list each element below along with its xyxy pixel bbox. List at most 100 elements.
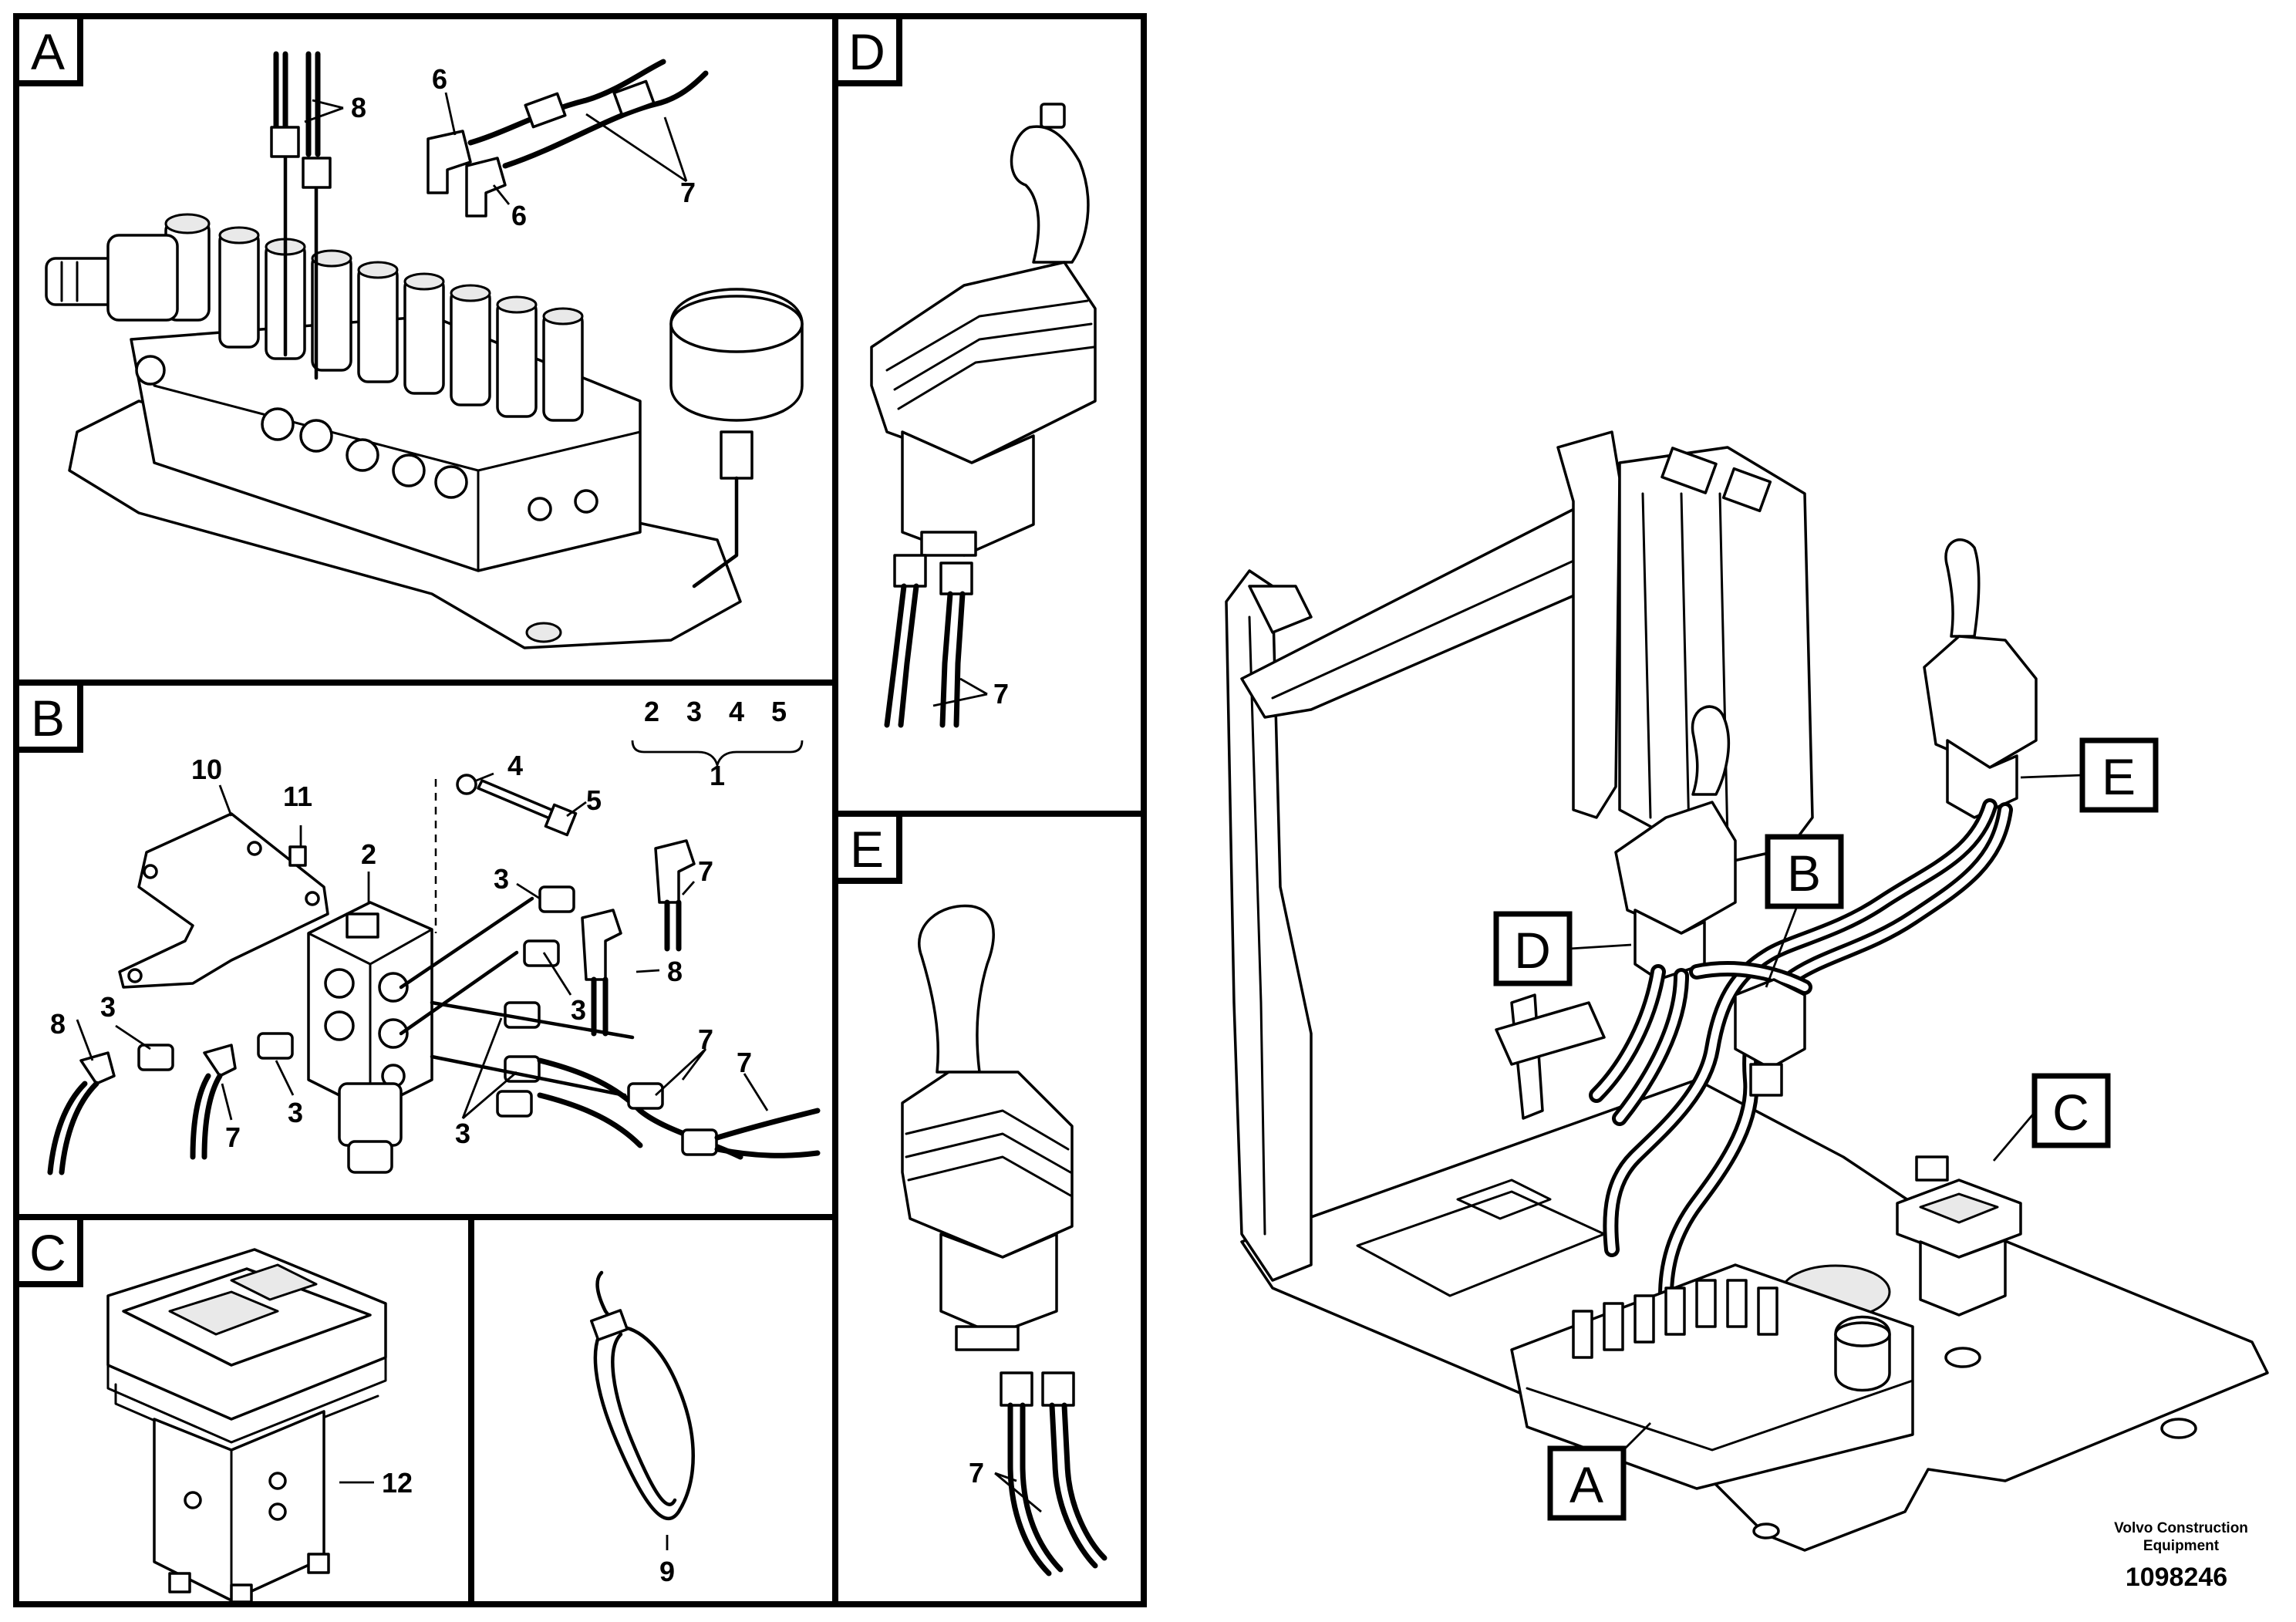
- port-e-right: [1041, 1371, 1075, 1407]
- callout-7-e: 7: [969, 1457, 984, 1489]
- callout-3-center: 3: [288, 1097, 303, 1128]
- left-solenoid: [45, 234, 179, 322]
- bolt-5: [477, 779, 557, 821]
- callout-6-lower-leader: [492, 184, 511, 205]
- overview-label-box-c: [2031, 1073, 2111, 1148]
- callout-12: 12: [382, 1467, 413, 1499]
- callout-3-lower: 3: [455, 1118, 470, 1149]
- callout-11: 11: [283, 781, 312, 812]
- port-e-left: [1000, 1371, 1033, 1407]
- fitting-8-right: [302, 157, 332, 189]
- callout-3-mid: 3: [571, 994, 586, 1026]
- right-post: [1556, 430, 1621, 819]
- hose-e-left: [1007, 1402, 1064, 1576]
- elbow-6-upper: [426, 130, 472, 194]
- joystick-handle-e: [918, 904, 995, 1074]
- panel-cable-tie: 9: [590, 1270, 695, 1587]
- panel-e-joystick: 7: [901, 904, 1108, 1576]
- hose-d-left: [884, 583, 919, 728]
- panel-b-tag: B: [31, 690, 65, 747]
- drawing-number: 1098246: [2126, 1563, 2227, 1592]
- overview-label-box-b: [1765, 834, 1844, 909]
- port-d-left: [893, 554, 927, 588]
- panel-d-joystick: 7: [870, 103, 1097, 728]
- brand-line-2: Equipment: [2143, 1538, 2220, 1554]
- fitting-8-left: [270, 126, 300, 158]
- overview-label-box-e: [2079, 737, 2159, 813]
- callout-7-mid: 7: [698, 1023, 713, 1055]
- callout-8-right: 8: [667, 956, 683, 987]
- callout-7-left: 7: [225, 1121, 241, 1153]
- panel-e-tag: E: [850, 821, 884, 878]
- callout-5: 5: [586, 784, 602, 816]
- front-ports: [135, 355, 598, 521]
- port-d-right: [939, 561, 973, 595]
- callout-8-left: 8: [50, 1008, 66, 1040]
- bracket: [118, 812, 329, 989]
- hose-e-right: [1049, 1402, 1108, 1569]
- callout-8-leader: [304, 99, 344, 123]
- overview-label-e: E: [2102, 748, 2136, 805]
- brand-line-1: Volvo Construction: [2114, 1520, 2248, 1536]
- panel-tie-frame: [468, 1214, 838, 1607]
- overview-label-b: B: [1787, 845, 1821, 902]
- screw-11: [288, 845, 307, 867]
- left-post: [1225, 569, 1313, 1282]
- rear-panel: [1618, 446, 1814, 865]
- overview-labels: D B E C A: [1493, 737, 2159, 1521]
- elbow-6-lower: [465, 157, 507, 218]
- overview-label-d: D: [1514, 922, 1551, 979]
- valve-spools: [164, 213, 584, 422]
- callout-7: 7: [680, 177, 696, 208]
- panel-d-tag: D: [848, 23, 885, 80]
- overview-pedal-c: [1896, 1155, 2022, 1317]
- overview-label-c: C: [2052, 1084, 2089, 1141]
- kit-part-3: 3: [686, 696, 702, 727]
- panel-e-frame: [832, 811, 1147, 1607]
- overview-label-box-a: [1547, 1445, 1627, 1521]
- joystick-base-e: [939, 1233, 1058, 1336]
- footer: Volvo Construction Equipment 1098246: [2114, 1520, 2248, 1592]
- kit-part-5: 5: [771, 696, 787, 727]
- callout-3-upper: 3: [494, 863, 509, 895]
- callout-7-right: 7: [737, 1047, 752, 1078]
- overview-hoses: [1589, 798, 2013, 1303]
- kit-number: 1: [710, 760, 725, 791]
- panel-a-tag: A: [31, 23, 65, 80]
- valve-solenoid: [338, 1082, 403, 1147]
- kit-part-4: 4: [729, 696, 744, 727]
- callout-7-leader: [585, 113, 688, 183]
- panel-a-valve-assembly: 8 6 6 7: [45, 51, 804, 649]
- joystick-base-d: [901, 430, 1035, 557]
- callout-8: 8: [351, 92, 366, 123]
- callout-9: 9: [659, 1556, 675, 1587]
- fitting-7-a: [524, 92, 567, 129]
- joystick-handle-d: [1010, 125, 1090, 264]
- cable-tie: [593, 1270, 695, 1521]
- callout-6-upper-leader: [444, 92, 457, 136]
- hose-7-upper: [467, 59, 666, 146]
- callout-7-d: 7: [993, 678, 1009, 710]
- overview-valve-a: [1510, 1263, 1914, 1490]
- panel-c-tag: C: [29, 1224, 66, 1281]
- callout-4: 4: [507, 750, 523, 781]
- joystick-boot-e: [901, 1071, 1074, 1259]
- overview-valve-b: [1734, 978, 1806, 1097]
- callout-2: 2: [361, 838, 376, 870]
- kit-part-2: 2: [644, 696, 659, 727]
- panel-tags: A B C D E: [13, 13, 902, 1287]
- kit-brace: [631, 740, 804, 769]
- fitting-7-b: [612, 79, 656, 116]
- callout-6-upper: 6: [432, 63, 447, 95]
- overview-joystick-d: [1614, 705, 1737, 981]
- callout-7-upper: 7: [698, 855, 713, 887]
- overview-label-a: A: [1569, 1456, 1603, 1513]
- callout-3-left: 3: [100, 991, 116, 1023]
- hose-d-right: [939, 591, 966, 728]
- overview-joystick-e: [1923, 538, 2038, 819]
- accumulator: [669, 288, 804, 588]
- panel-c-pedal-unit: 12: [106, 1248, 413, 1603]
- panel-frames: [13, 13, 1147, 1607]
- callout-10: 10: [191, 754, 222, 785]
